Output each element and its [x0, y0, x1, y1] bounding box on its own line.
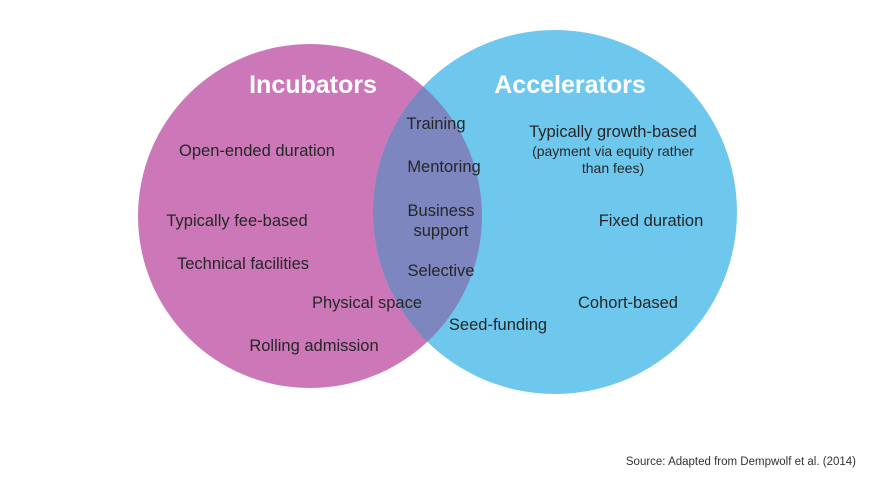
shared-item-training: Training [406, 115, 466, 133]
shared-item-selective: Selective [407, 262, 475, 280]
shared-item-seed-funding: Seed-funding [448, 316, 548, 334]
accelerator-item-cohort-based: Cohort-based [578, 294, 678, 312]
growth-based-line-3: than fees) [581, 160, 645, 177]
accelerator-item-fixed-duration: Fixed duration [598, 212, 704, 230]
business-support-line-1: Business [407, 202, 475, 220]
growth-based-line-2: (payment via equity rather [532, 142, 694, 159]
accelerators-circle [373, 30, 737, 394]
source-citation: Source: Adapted from Dempwolf et al. (20… [625, 456, 856, 468]
business-support-line-2: support [413, 221, 469, 240]
incubator-item-rolling-admission: Rolling admission [249, 337, 379, 355]
growth-based-line-1: Typically growth-based [529, 123, 697, 141]
shared-item-mentoring: Mentoring [407, 158, 481, 176]
incubators-title: Incubators [249, 71, 377, 99]
accelerators-title: Accelerators [494, 71, 646, 99]
incubator-item-technical-facilities: Technical facilities [176, 255, 310, 273]
shared-item-business-support: Business support [408, 202, 475, 242]
accelerator-item-growth-based: Typically growth-based (payment via equi… [529, 123, 697, 178]
incubator-item-fee-based: Typically fee-based [166, 212, 308, 230]
shared-item-physical-space: Physical space [311, 294, 423, 312]
incubator-item-open-ended-duration: Open-ended duration [179, 142, 335, 160]
